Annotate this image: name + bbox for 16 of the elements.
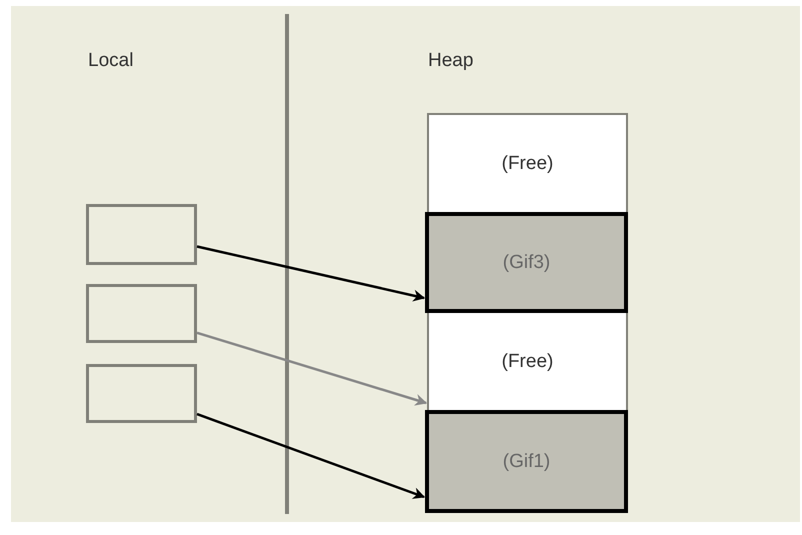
pointer-arrow <box>196 245 426 302</box>
column-heading: Heap <box>428 50 474 72</box>
cell-label: (Free) <box>502 350 554 372</box>
variable-box <box>86 284 197 343</box>
cell-label: (Gif1) <box>502 450 550 472</box>
heap-cell <box>427 311 628 412</box>
variable-box <box>86 364 197 423</box>
cell-label: (Gif3) <box>502 252 550 274</box>
heap-cell <box>425 410 628 513</box>
column-heading: Local <box>88 50 134 72</box>
pointer-arrow <box>196 332 428 406</box>
pointer-arrow <box>196 412 426 499</box>
heap-cell <box>427 113 628 214</box>
cell-label: (Free) <box>502 152 554 174</box>
variable-box <box>86 204 197 265</box>
heap-cell <box>425 212 628 313</box>
